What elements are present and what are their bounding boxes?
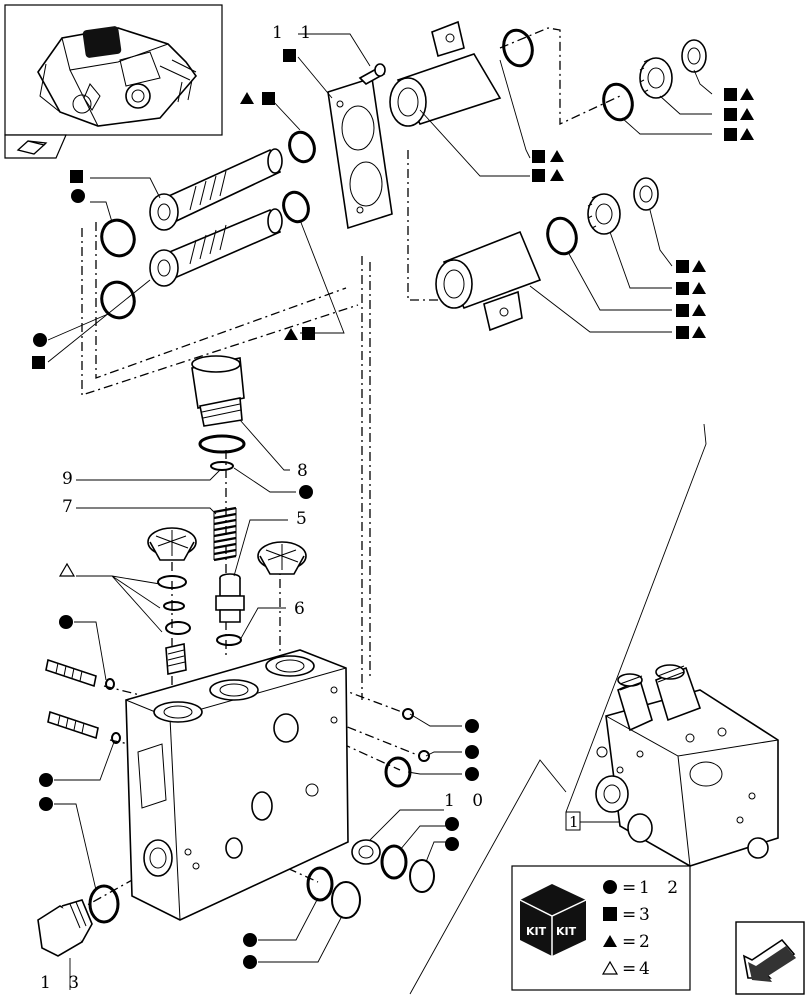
circle-markers [33,189,479,969]
fitting-10 [351,839,381,865]
legend-circle-marker [603,880,617,894]
nut-upper [639,39,707,99]
kit-label-right: KIT [556,925,577,938]
triangle-markers [240,88,754,340]
screw-lower [47,710,121,744]
o-ring-plug [198,434,246,454]
spool-upper [149,148,283,231]
legend-square-value: 3 [639,905,656,925]
assembly-view [595,664,779,867]
cartridge-5 [215,573,245,623]
gasket-plate [327,76,393,230]
square-markers [32,49,737,369]
callout-11: 1 1 [272,23,317,43]
book-icon [16,140,48,155]
legend-open-triangle-equals: = [622,959,636,979]
spool-lower [149,208,283,287]
legend-triangle-equals: = [622,932,636,952]
plug-13 [37,899,93,957]
legend-open-triangle-value: 4 [639,959,656,979]
legend-square-marker [603,907,617,921]
kit-label-left: KIT [526,925,547,938]
valve-body [125,649,349,921]
callout-9: 9 [62,469,79,489]
nut-lower [587,177,659,235]
legend-box: KIT KIT = 1 2 = 3 = 2 = 4 [511,865,691,991]
thumbnail-valve-drawing [37,26,198,127]
rings-right [88,708,435,924]
callout-1-box: 1 [565,811,581,831]
washer-9 [210,461,234,471]
spring-7 [213,506,237,562]
callout-1: 1 [569,813,579,831]
bolt-11 [358,63,386,85]
legend-circle-value: 1 2 [639,878,684,898]
legend-square-equals: = [622,905,636,925]
o-rings-spool [100,130,316,320]
legend-triangle-marker [603,935,617,947]
legend-triangle-value: 2 [639,932,656,952]
callout-6: 6 [294,599,311,619]
kit-box-icon: KIT KIT [519,884,587,956]
legend-open-triangle-marker [601,960,619,975]
open-triangle-marker [58,562,76,577]
relief-valve [165,643,187,675]
solenoid-upper [389,20,502,127]
overview-thumbnail[interactable] [4,4,223,159]
filter-left [147,527,197,561]
callout-10: 1 0 [444,791,489,811]
callout-5: 5 [296,509,313,529]
plug-8 [191,355,245,427]
next-page-button[interactable] [735,921,805,995]
next-page-arrow-icon [742,938,796,982]
filter-right [257,541,307,575]
solenoid-lower [435,230,542,332]
callout-7: 7 [62,497,79,517]
legend-circle-equals: = [622,878,636,898]
screw-upper [45,658,115,690]
solenoid-rings [502,28,634,256]
callout-13: 1 3 [40,973,85,993]
ring-6 [216,634,242,646]
callout-8: 8 [297,461,314,481]
rings-small [157,575,191,635]
